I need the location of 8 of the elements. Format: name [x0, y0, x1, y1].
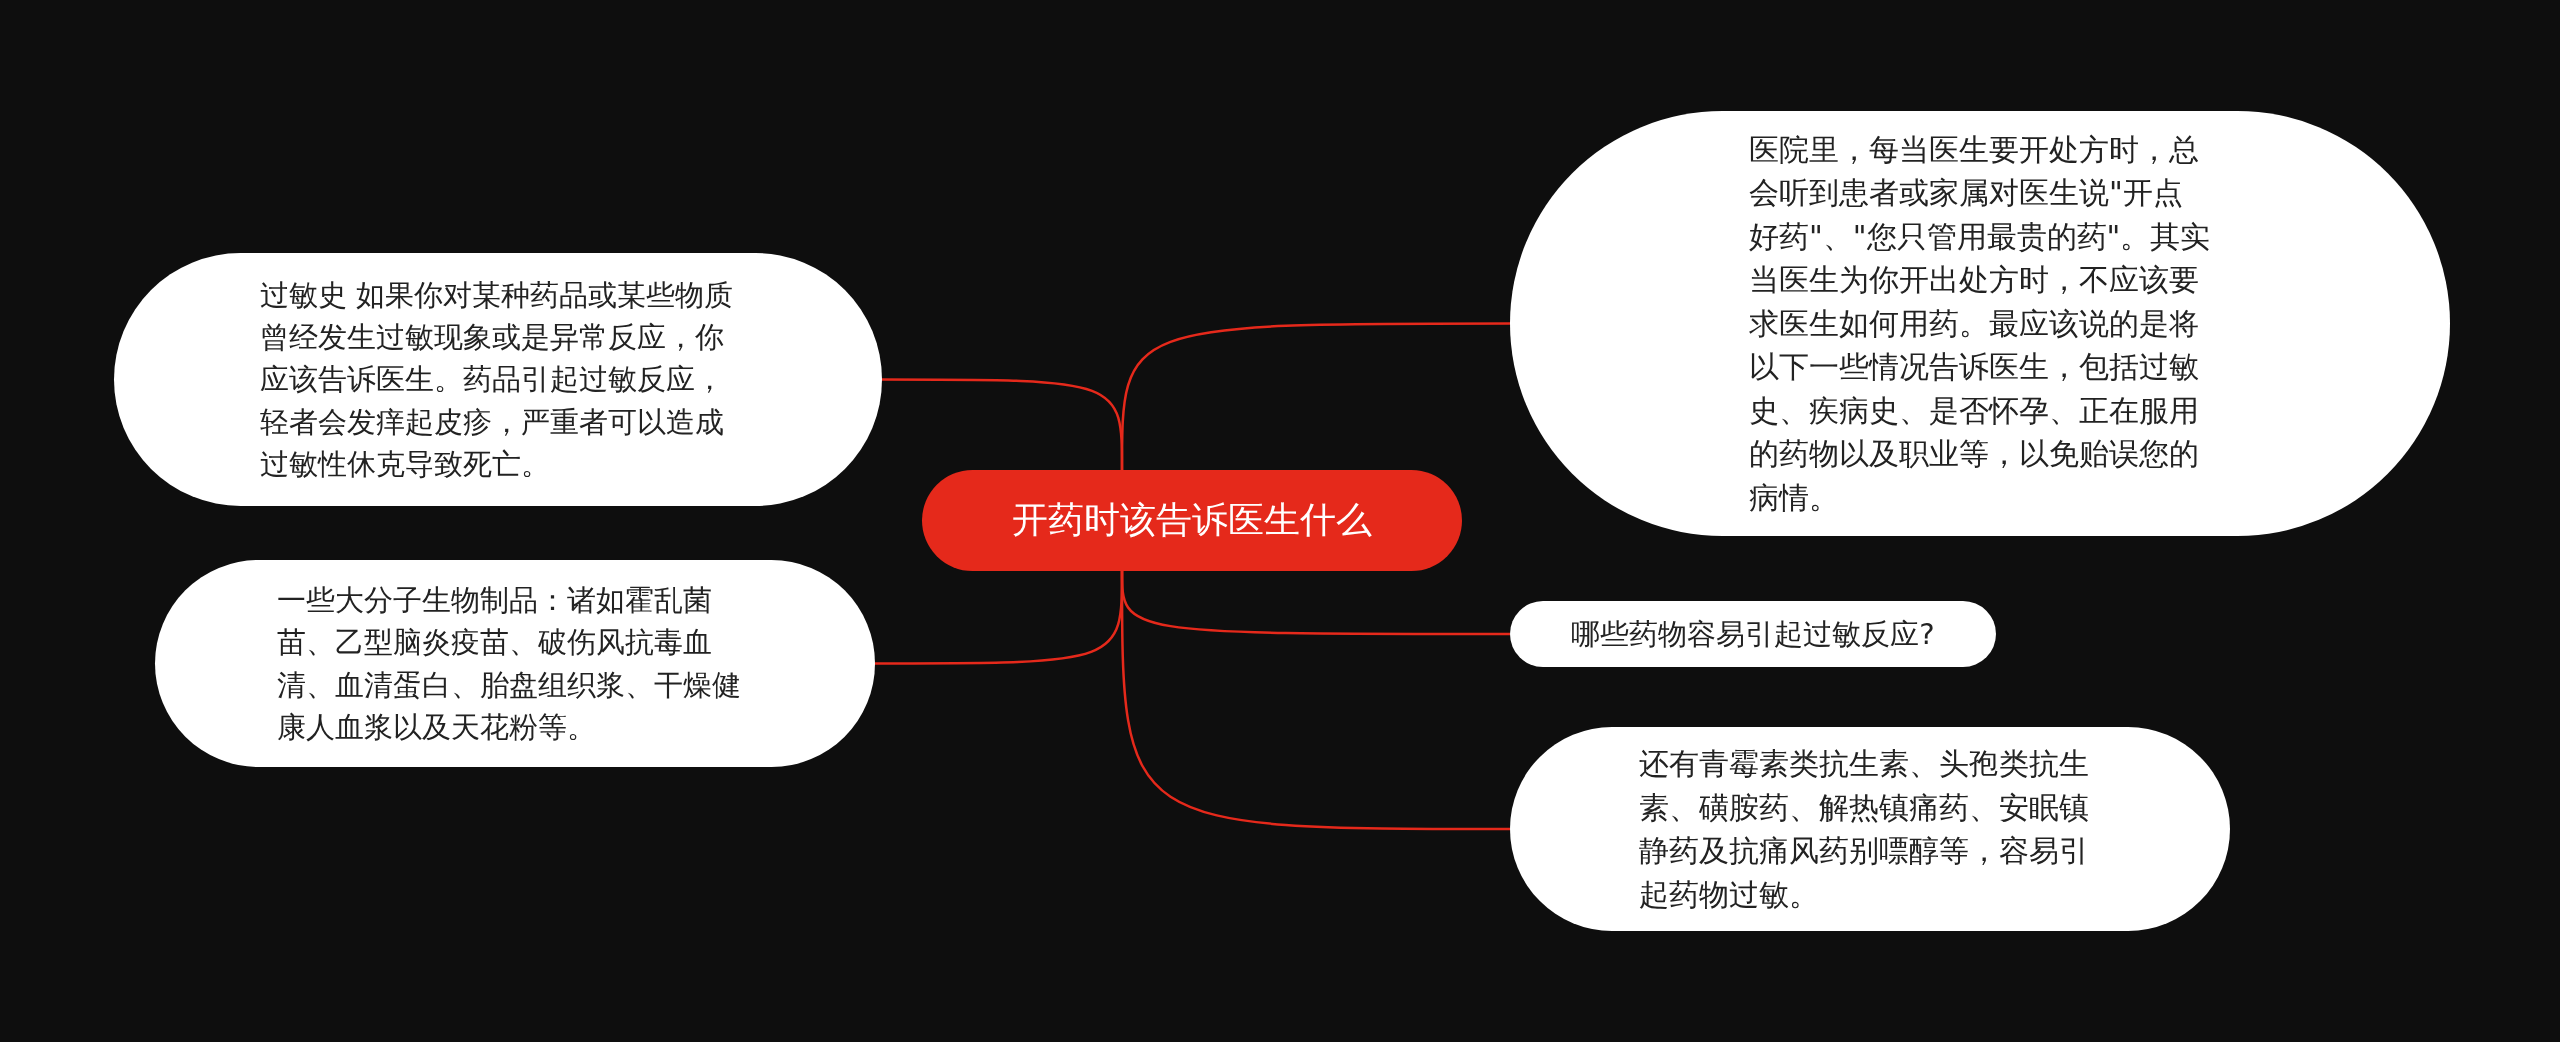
topic-text: 哪些药物容易引起过敏反应?	[1571, 615, 1935, 653]
topic-text: 开药时该告诉医生什么	[1012, 498, 1372, 543]
connector-line	[1120, 571, 1510, 831]
topic-text: 过敏史 如果你对某种药品或某些物质曾经发生过敏现象或是异常反应，你应该告诉医生。药品引起过敏反应，轻者会发痒起皮疹，严重者可以造成过敏性休克导致死亡。	[260, 277, 735, 483]
topic-text: 一些大分子生物制品：诸如霍乱菌苗、乙型脑炎疫苗、破伤风抗毒血清、血清蛋白、胎盘组织浆、干燥健康人血浆以及天花粉等。	[277, 582, 743, 746]
connector-line	[1120, 322, 1510, 470]
topic-text: 还有青霉素类抗生素、头孢类抗生素、磺胺药、解热镇痛药、安眠镇静药及抗痛风药别嘌醇等，容易引起药物过敏。	[1639, 745, 2090, 914]
topic-text: 医院里，每当医生要开处方时，总会听到患者或家属对医生说"开点好药"、"您只管用最贵的药"。其实当医生为你开出处方时，不应该要求医生如何用药。最应该说的是将以下一些情况告诉医生，包括过敏史、疾病史、是否怀孕、正在服用的药物以及职业等，以免贻误您的病情。	[1749, 130, 2211, 517]
